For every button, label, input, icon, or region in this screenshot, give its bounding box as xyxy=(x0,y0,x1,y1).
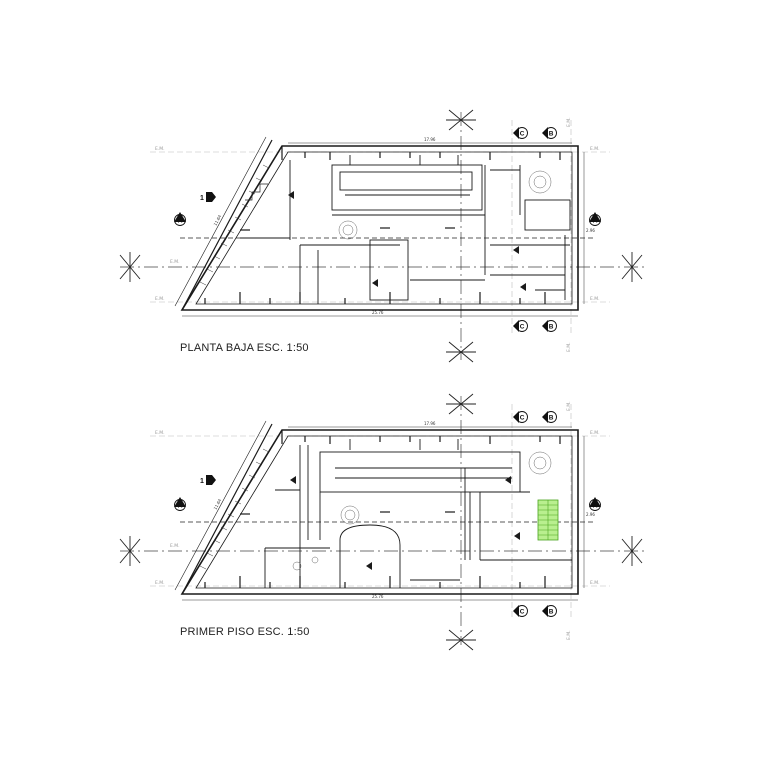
section-markers: A A C B C xyxy=(174,411,601,617)
interior-walls xyxy=(240,155,571,304)
axis-symbol-bottom xyxy=(446,629,476,651)
dim-slope: 11.64 xyxy=(212,498,222,511)
section-marker-c-top: C xyxy=(513,411,528,423)
em-label-bottom-right: E.M. xyxy=(590,580,600,586)
flow-arrows xyxy=(290,476,520,570)
section-b-label-top: B xyxy=(549,131,554,138)
stair-highlight xyxy=(537,499,559,541)
diagonal-hatch xyxy=(199,448,270,570)
section-a-label-left: A xyxy=(178,503,183,510)
level-marker: 1 xyxy=(200,192,216,202)
dim-bottom: 25.76 xyxy=(372,594,384,599)
dim-bottom: 25.76 xyxy=(372,310,384,315)
dimension-lines xyxy=(182,426,585,601)
em-label-bottom-right: E.M. xyxy=(590,296,600,302)
plan-title-primer-piso: PRIMER PISO ESC. 1:50 xyxy=(180,626,310,638)
section-a-label-right: A xyxy=(593,503,598,510)
diagonal-hatch xyxy=(199,164,270,286)
section-marker-c-bottom: C xyxy=(513,320,528,332)
plan-primer-piso: A A C B C xyxy=(119,393,645,651)
section-b-label-bottom: B xyxy=(549,324,554,331)
plan-title-planta-baja: PLANTA BAJA ESC. 1:50 xyxy=(180,342,309,354)
em-label-top-left: E.M. xyxy=(155,146,165,152)
em-label-axis-bottom: E.M. xyxy=(566,342,572,352)
em-label-axis-left: E.M. xyxy=(170,543,180,549)
section-marker-b-top: B xyxy=(542,411,557,423)
axis-end-symbols xyxy=(119,109,643,363)
section-a-label-right: A xyxy=(593,218,598,225)
em-label-axis-top: E.M. xyxy=(566,117,572,127)
em-label-top-right: E.M. xyxy=(590,430,600,436)
section-marker-a-left: A xyxy=(174,497,186,511)
section-c-label-top: C xyxy=(520,131,525,138)
section-b-label-top: B xyxy=(549,415,554,422)
circular-fixtures xyxy=(338,170,552,240)
section-marker-b-bottom: B xyxy=(542,605,557,617)
section-b-label-bottom: B xyxy=(549,609,554,616)
level-marker: 1 xyxy=(200,475,216,485)
section-marker-a-left: A xyxy=(174,212,186,226)
em-label-top-left: E.M. xyxy=(155,430,165,436)
axis-symbol-top xyxy=(446,109,476,131)
axis-symbol-right xyxy=(621,252,643,282)
section-c-label-top: C xyxy=(520,415,525,422)
interior-walls xyxy=(264,439,572,588)
section-marker-a-right: A xyxy=(589,497,601,511)
outer-walls xyxy=(174,136,579,311)
em-label-axis-bottom: E.M. xyxy=(566,630,572,640)
axis-symbol-right xyxy=(621,536,643,566)
dim-right: 2.96 xyxy=(586,228,595,233)
circular-fixtures xyxy=(292,451,552,571)
section-marker-b-top: B xyxy=(542,127,557,139)
plan-planta-baja: A A C B C xyxy=(119,109,645,363)
level-marker-label: 1 xyxy=(200,478,204,485)
em-label-bottom-left: E.M. xyxy=(155,296,165,302)
axis-symbol-top xyxy=(446,393,476,415)
stair-steps xyxy=(245,183,268,201)
flow-arrows xyxy=(288,191,526,291)
section-c-label-bottom: C xyxy=(520,609,525,616)
axis-symbol-bottom xyxy=(446,341,476,363)
level-marker-label: 1 xyxy=(200,195,204,202)
dim-top: 17.96 xyxy=(424,421,436,426)
em-label-axis-left: E.M. xyxy=(170,259,180,265)
section-marker-c-bottom: C xyxy=(513,605,528,617)
axis-symbol-left xyxy=(119,252,141,282)
em-label-bottom-left: E.M. xyxy=(155,580,165,586)
section-marker-a-right: A xyxy=(589,212,601,226)
section-marker-b-bottom: B xyxy=(542,320,557,332)
column-ticks xyxy=(204,152,561,304)
dimension-lines xyxy=(182,142,585,317)
section-c-label-bottom: C xyxy=(520,324,525,331)
dim-slope: 11.64 xyxy=(212,214,222,227)
em-label-axis-top: E.M. xyxy=(566,401,572,411)
em-label-top-right: E.M. xyxy=(590,146,600,152)
dim-top: 17.96 xyxy=(424,137,436,142)
section-a-label-left: A xyxy=(178,218,183,225)
section-markers: A A C B C xyxy=(174,127,601,332)
section-marker-c-top: C xyxy=(513,127,528,139)
dim-right: 2.96 xyxy=(586,512,595,517)
outer-walls xyxy=(174,420,579,595)
axis-end-symbols xyxy=(119,393,643,651)
column-ticks xyxy=(204,436,561,588)
axis-symbol-left xyxy=(119,536,141,566)
